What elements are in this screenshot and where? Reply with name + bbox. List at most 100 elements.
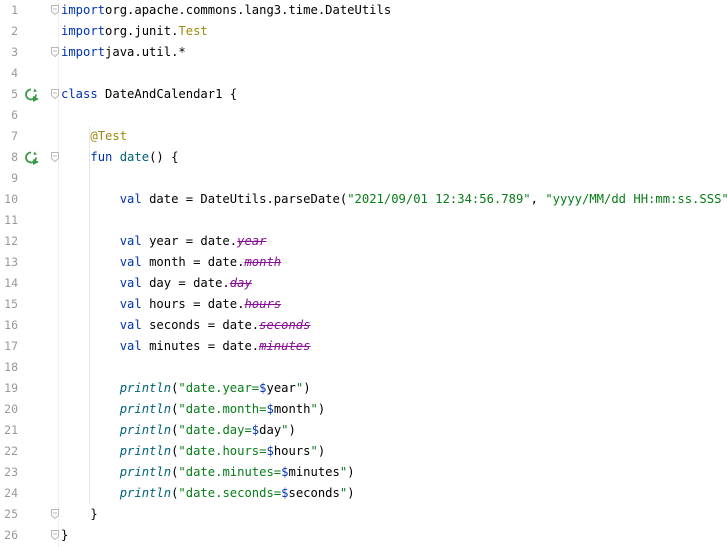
code-text[interactable]: println("date.year=$year") <box>61 378 311 399</box>
code-line[interactable]: 26} <box>0 525 727 546</box>
code-text[interactable]: class DateAndCalendar1 { <box>61 84 237 105</box>
line-number: 6 <box>11 108 18 122</box>
fold-marker-icon[interactable] <box>51 89 59 99</box>
code-line[interactable]: 1 importorg.apache.commons.lang3.time.Dat… <box>0 0 727 21</box>
code-token: val <box>119 318 150 332</box>
line-number: 22 <box>4 444 18 458</box>
code-text[interactable]: val hours = date.hours <box>61 294 281 315</box>
code-token: seconds = date. <box>149 318 260 332</box>
code-line[interactable]: 8 fun date() { <box>0 147 727 168</box>
code-text[interactable]: val seconds = date.seconds <box>61 315 311 336</box>
code-text[interactable]: println("date.day=$day") <box>61 420 296 441</box>
line-number: 1 <box>11 3 18 17</box>
line-number: 8 <box>11 150 18 164</box>
code-token <box>61 255 120 269</box>
code-text[interactable]: importorg.junit.Test <box>61 21 208 42</box>
code-text[interactable]: val month = date.month <box>61 252 281 273</box>
code-token: month <box>273 402 311 416</box>
code-text[interactable]: fun date() { <box>61 147 178 168</box>
code-token: $ <box>266 444 274 458</box>
code-token <box>61 444 120 458</box>
code-token: java.util.* <box>105 45 186 59</box>
code-token: println <box>119 381 172 395</box>
code-line[interactable]: 13 val month = date.month <box>0 252 727 273</box>
code-line[interactable]: 24 println("date.seconds=$seconds") <box>0 483 727 504</box>
code-text[interactable]: importorg.apache.commons.lang3.time.Date… <box>61 0 391 21</box>
code-line[interactable]: 16 val seconds = date.seconds <box>0 315 727 336</box>
code-token: ) <box>317 402 326 416</box>
code-token: ( <box>171 465 179 479</box>
code-token <box>61 381 120 395</box>
code-line[interactable]: 18 <box>0 357 727 378</box>
code-text[interactable]: } <box>61 504 97 525</box>
code-token: ( <box>171 423 179 437</box>
code-line[interactable]: 15 val hours = date.hours <box>0 294 727 315</box>
code-line[interactable]: 9 <box>0 168 727 189</box>
code-text[interactable]: val date = DateUtils.parseDate("2021/09/… <box>61 189 727 210</box>
code-token: $ <box>281 486 289 500</box>
code-token: seconds <box>288 486 340 500</box>
code-line[interactable]: 6 <box>0 105 727 126</box>
code-line[interactable]: 20 println("date.month=$month") <box>0 399 727 420</box>
code-line[interactable]: 19 println("date.year=$year") <box>0 378 727 399</box>
code-line[interactable]: 17 val minutes = date.minutes <box>0 336 727 357</box>
code-line[interactable]: 22 println("date.hours=$hours") <box>0 441 727 462</box>
code-token: ( <box>171 444 179 458</box>
code-text[interactable]: val day = date.day <box>61 273 252 294</box>
code-text[interactable]: } <box>61 525 68 546</box>
line-number: 7 <box>11 129 18 143</box>
indent-guide <box>89 126 90 504</box>
line-number: 5 <box>11 87 18 101</box>
editor-gutter[interactable] <box>0 0 58 547</box>
code-line[interactable]: 12 val year = date.year <box>0 231 727 252</box>
code-token: val <box>119 234 150 248</box>
code-text[interactable]: println("date.minutes=$minutes") <box>61 462 355 483</box>
code-text[interactable]: val minutes = date.minutes <box>61 336 311 357</box>
code-token: minutes <box>259 339 311 353</box>
code-token: () { <box>149 150 179 164</box>
fold-marker-icon[interactable] <box>51 509 59 519</box>
code-token: "date.year= <box>178 381 260 395</box>
fold-marker-icon[interactable] <box>51 47 59 57</box>
code-line[interactable]: 25 } <box>0 504 727 525</box>
code-token: fun <box>90 150 120 164</box>
run-gutter-icon[interactable] <box>24 87 40 103</box>
code-token: month <box>244 255 282 269</box>
code-token: date <box>119 150 150 164</box>
fold-marker-icon[interactable] <box>51 530 59 540</box>
code-line[interactable]: 14 val day = date.day <box>0 273 727 294</box>
code-line[interactable]: 23 println("date.minutes=$minutes") <box>0 462 727 483</box>
code-line[interactable]: 10 val date = DateUtils.parseDate("2021/… <box>0 189 727 210</box>
code-line[interactable]: 4 <box>0 63 727 84</box>
fold-marker-icon[interactable] <box>51 152 59 162</box>
line-number: 4 <box>11 66 18 80</box>
code-text[interactable]: val year = date.year <box>61 231 267 252</box>
code-token: " <box>339 465 348 479</box>
code-line[interactable]: 5 class DateAndCalendar1 { <box>0 84 727 105</box>
code-text[interactable]: println("date.hours=$hours") <box>61 441 326 462</box>
code-token <box>61 318 120 332</box>
line-number: 12 <box>4 234 18 248</box>
code-token: minutes <box>288 465 340 479</box>
code-text[interactable]: println("date.month=$month") <box>61 399 326 420</box>
code-text[interactable]: println("date.seconds=$seconds") <box>61 483 355 504</box>
line-number: 19 <box>4 381 18 395</box>
code-token: println <box>119 486 172 500</box>
line-number: 23 <box>4 465 18 479</box>
code-text[interactable]: @Test <box>61 126 127 147</box>
code-line[interactable]: 21 println("date.day=$day") <box>0 420 727 441</box>
run-gutter-icon[interactable] <box>24 150 40 166</box>
code-token: "date.hours= <box>178 444 267 458</box>
fold-marker-icon[interactable] <box>51 5 59 15</box>
code-token: val <box>119 276 150 290</box>
code-token: minutes = date. <box>149 339 260 353</box>
code-line[interactable]: 11 <box>0 210 727 231</box>
code-line[interactable]: 7 @Test <box>0 126 727 147</box>
line-number: 13 <box>4 255 18 269</box>
code-text[interactable]: importjava.util.* <box>61 42 186 63</box>
code-token: month = date. <box>149 255 245 269</box>
code-token: year = date. <box>149 234 238 248</box>
